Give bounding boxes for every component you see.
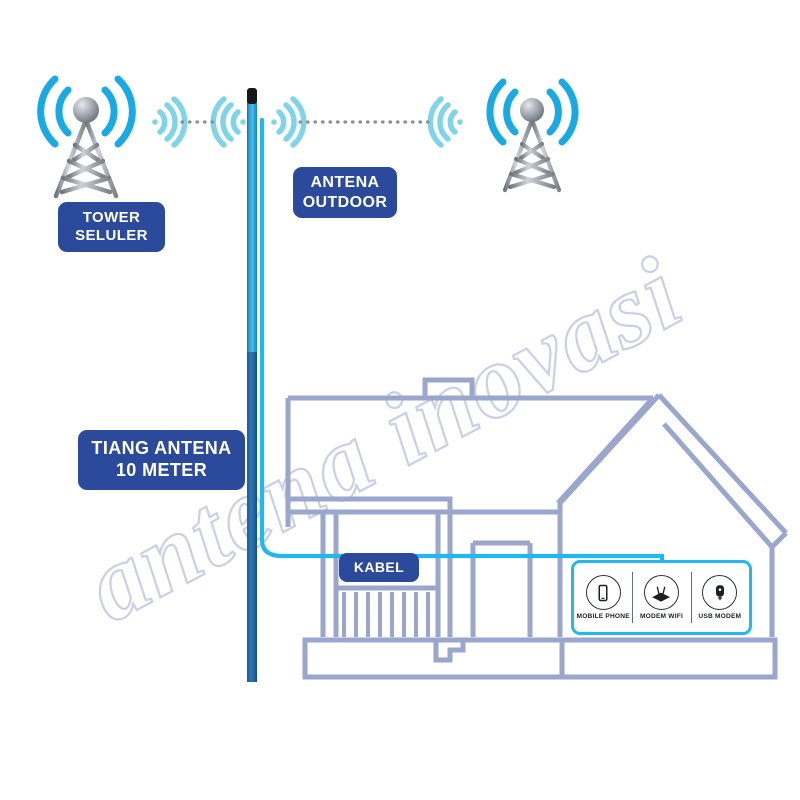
house-foundation xyxy=(302,637,778,680)
device-mobile-phone[interactable]: MOBILE PHONE xyxy=(574,563,632,632)
usb-modem-icon xyxy=(702,575,738,610)
device-label: MOBILE PHONE xyxy=(576,613,630,620)
house-roof-gable-inner-right xyxy=(662,422,774,549)
tower-wave-r2 xyxy=(114,75,136,148)
house-ledge xyxy=(288,496,558,515)
device-label: USB MODEM xyxy=(698,613,742,620)
connected-devices-box: MOBILE PHONE MODEM WIFI U xyxy=(571,560,752,635)
house-roof-gable xyxy=(657,393,788,535)
label-tiang-antena[interactable]: TIANG ANTENA 10 METER xyxy=(78,430,245,490)
house-door xyxy=(470,540,533,637)
house-roof-gable-left xyxy=(558,393,661,505)
tower-wave-r1 xyxy=(101,86,118,137)
mobile-phone-icon xyxy=(585,575,621,610)
tower-wave-l1 xyxy=(55,86,72,137)
tower-diag-2 xyxy=(71,142,100,163)
wave-left-out xyxy=(152,96,188,148)
tower2-diag-2 xyxy=(518,141,545,161)
tower2-diag-6 xyxy=(507,171,556,190)
house-roof-gable-right-return xyxy=(770,531,788,549)
wave-right-out xyxy=(271,96,307,148)
pole-tip-cap xyxy=(247,88,257,104)
tower-wave-l2 xyxy=(37,75,59,148)
tower2-top-sphere xyxy=(520,98,544,122)
pole-shaft-upper xyxy=(247,96,257,358)
tower2-wave-l2 xyxy=(486,78,507,146)
tower-diag-6 xyxy=(59,175,112,195)
house-steps xyxy=(433,640,466,663)
pole-shaft-lower xyxy=(247,352,257,682)
label-antena-outdoor[interactable]: ANTENA OUTDOOR xyxy=(293,167,397,218)
tower-top-sphere xyxy=(73,97,99,123)
wifi-router-icon xyxy=(643,575,679,610)
wave-right-in xyxy=(427,96,463,148)
porch-balusters xyxy=(342,592,430,637)
device-usb-modem[interactable]: USB MODEM xyxy=(690,563,749,632)
house-chimney xyxy=(422,377,475,398)
cable-path xyxy=(259,117,665,569)
device-modem-wifi[interactable]: MODEM WIFI xyxy=(632,563,690,632)
tower2-wave-l1 xyxy=(503,88,519,136)
label-tower-seluler[interactable]: TOWER SELULER xyxy=(58,202,165,252)
tower2-wave-r1 xyxy=(546,88,562,136)
label-kabel[interactable]: KABEL xyxy=(339,553,419,582)
device-label: MODEM WIFI xyxy=(639,613,683,620)
tower2-wave-r2 xyxy=(558,78,579,146)
tower-diag-4 xyxy=(65,158,106,180)
tower2-diag-4 xyxy=(512,156,551,176)
